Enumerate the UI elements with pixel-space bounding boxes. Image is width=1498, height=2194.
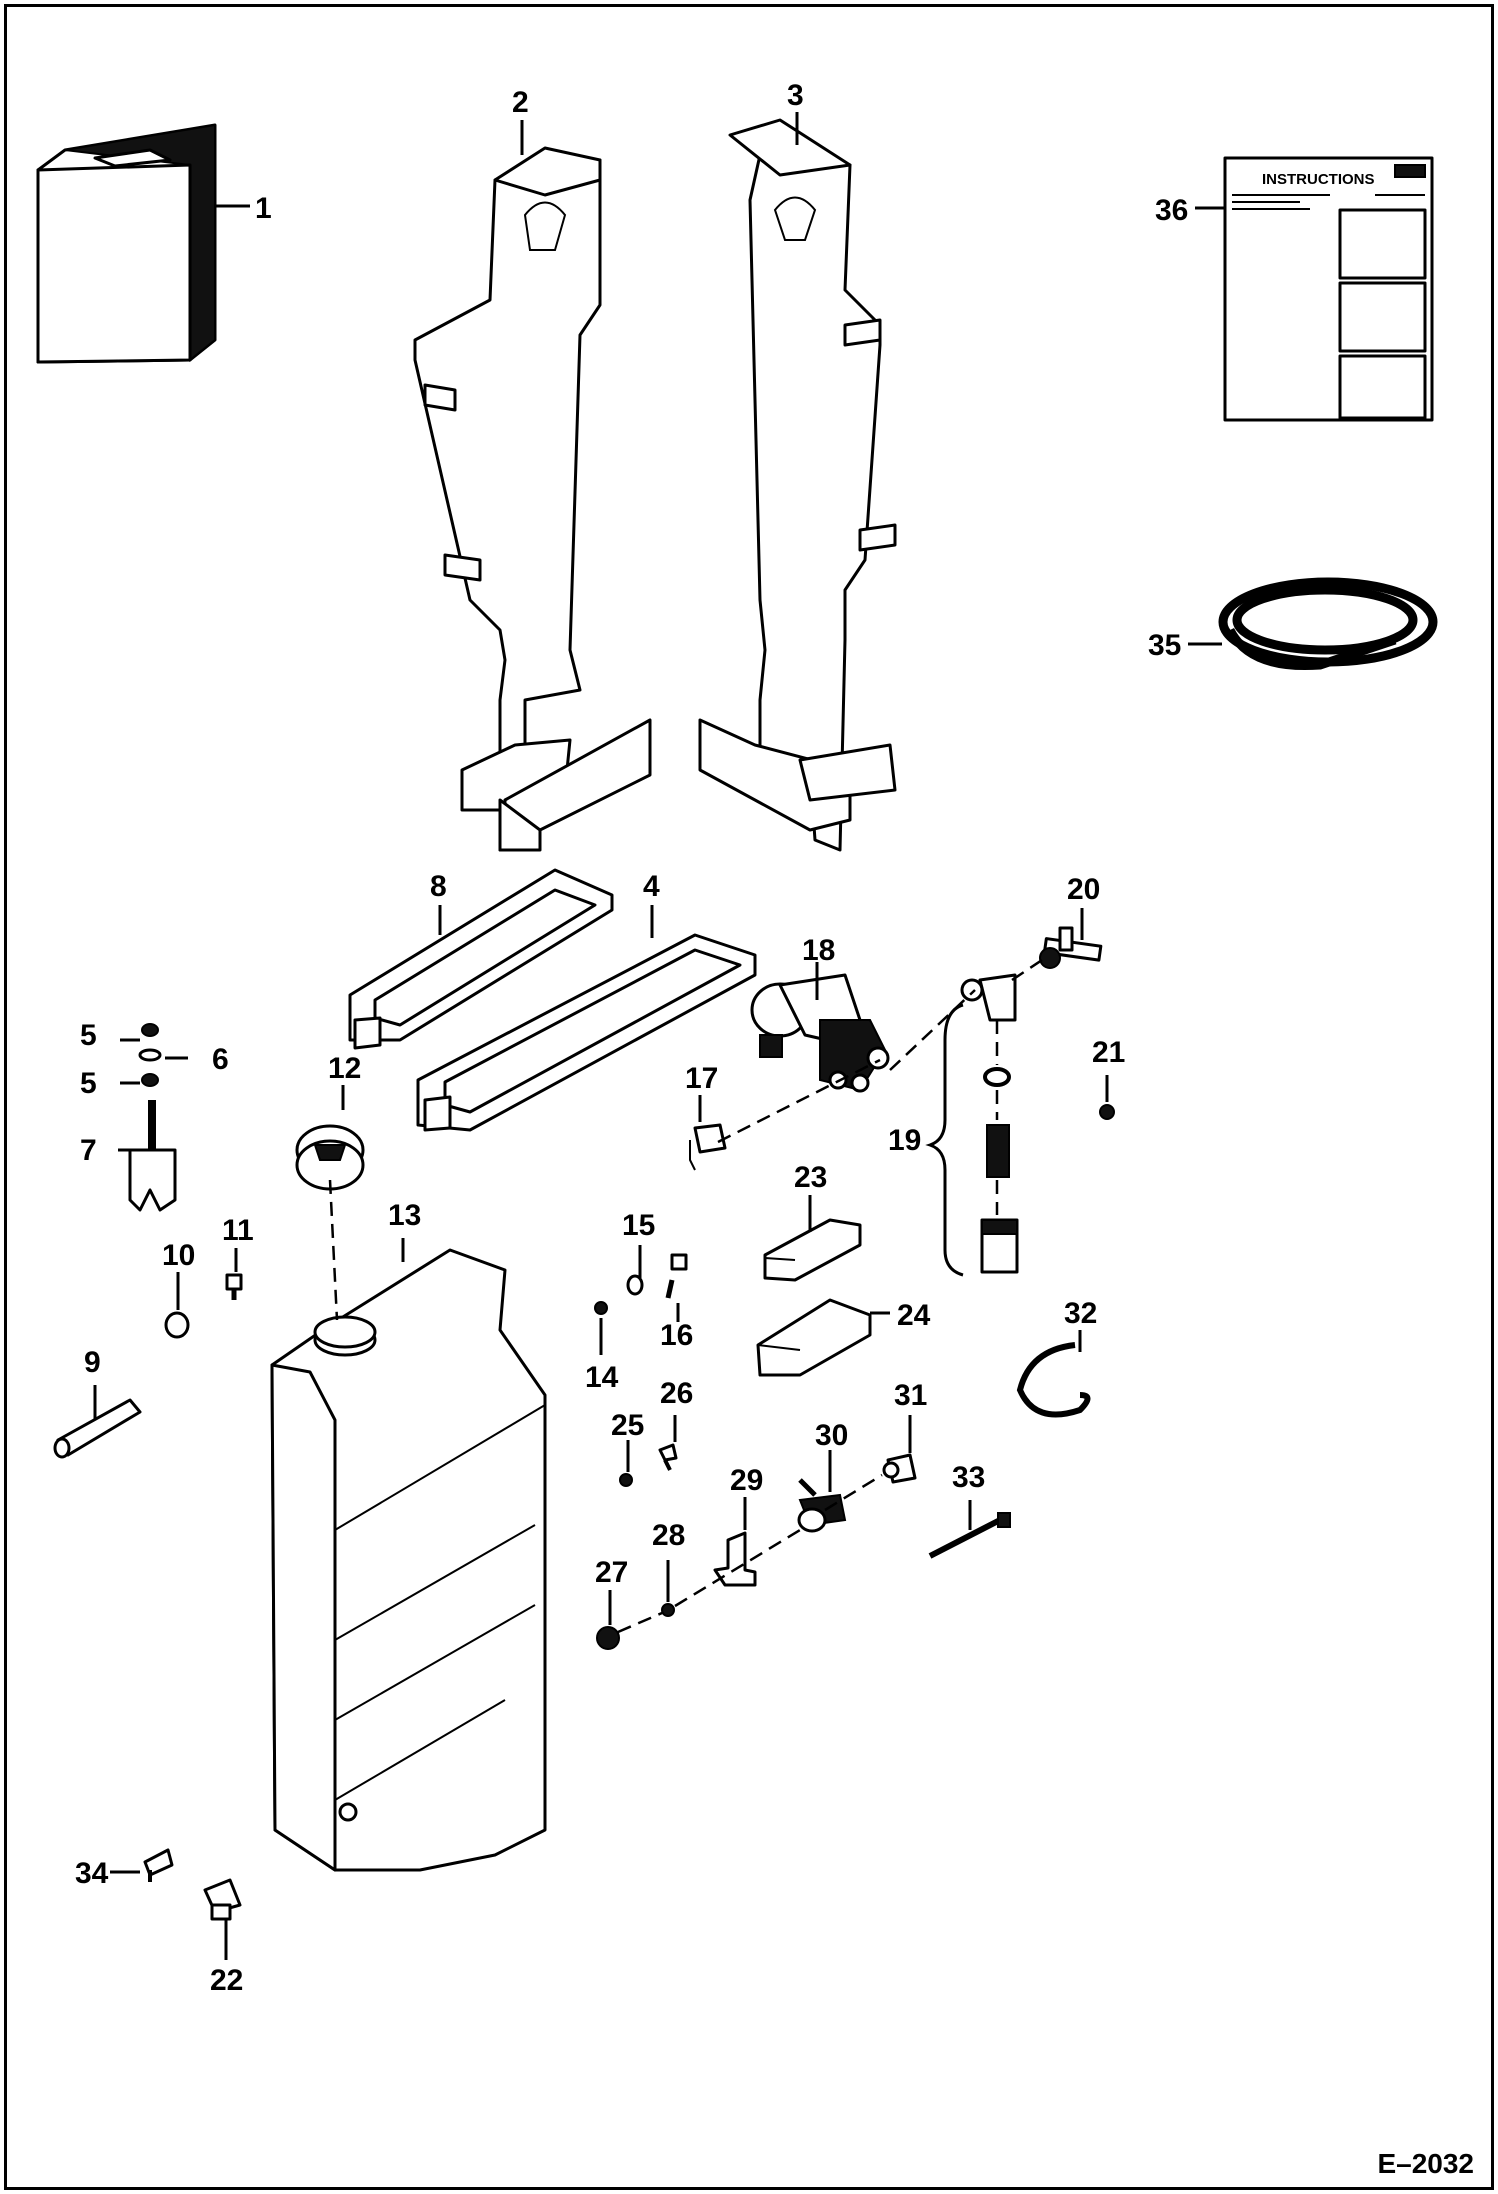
callout-24: 24 [897,1299,931,1332]
callout-27: 27 [595,1556,628,1589]
callout-7: 7 [80,1134,97,1167]
part-13-tank [270,1248,547,1872]
part-27-nut [596,1626,620,1650]
part-2-left-upright [413,146,652,852]
part-22-plug [203,1878,242,1921]
part-18-pump [750,973,890,1093]
callout-34: 34 [75,1857,109,1890]
diagram-frame [4,4,1494,2190]
callout-9: 9 [84,1346,101,1379]
callout-4: 4 [643,870,660,903]
callout-20: 20 [1067,873,1100,906]
part-1-box [36,123,217,364]
part-28-bolt [661,1603,675,1617]
part-8-tray [348,868,614,1050]
callout-22: 22 [210,1964,243,1997]
callout-35: 35 [1148,629,1181,662]
callout-28: 28 [652,1519,685,1552]
part-5-nut-lower [141,1073,159,1087]
part-32-hose-small [1016,1342,1091,1418]
part-4-tray [416,933,757,1132]
callout-5-upper: 5 [80,1019,97,1052]
part-3-right-upright [698,118,897,852]
part-26-screw [658,1443,678,1471]
part-6-washer [138,1048,162,1062]
part-23-block [763,1218,862,1282]
figure-id: E–2032 [1377,2148,1474,2179]
part-12-cap [295,1124,365,1191]
part-15-washer [626,1274,644,1296]
part-21-plug [1099,1104,1115,1120]
callout-31: 31 [894,1379,927,1412]
callout-21: 21 [1092,1036,1125,1069]
instruction-sheet-heading: INSTRUCTIONS [1262,171,1375,188]
callout-29: 29 [730,1464,763,1497]
callout-26: 26 [660,1377,693,1410]
callout-17: 17 [685,1062,718,1095]
callout-1: 1 [255,192,272,225]
callout-11: 11 [222,1214,254,1247]
part-30-valve [797,1478,847,1533]
callout-25: 25 [611,1409,644,1442]
part-7-bracket [128,1100,177,1212]
callout-16: 16 [660,1319,693,1352]
part-34-fitting [143,1848,174,1882]
part-17-elbow [689,1123,727,1171]
part-19-brace [925,1003,964,1277]
callout-15: 15 [622,1209,655,1242]
part-36-instruction-sheet: INSTRUCTIONS [1223,156,1434,422]
part-25-screw [619,1473,633,1487]
part-5-nut-upper [141,1023,159,1037]
callout-6: 6 [212,1043,229,1076]
part-11-bolt [225,1273,243,1300]
callout-3: 3 [787,79,804,112]
callout-30: 30 [815,1419,848,1452]
callout-19: 19 [888,1124,921,1157]
part-33-bolt [928,1512,1011,1559]
callout-18: 18 [802,934,835,967]
assembly-lines [328,958,1043,1634]
part-19-filter-assembly [960,973,1019,1274]
callout-36: 36 [1155,194,1188,227]
part-24-block [756,1298,872,1377]
callout-labels: 1 2 3 4 5 5 6 7 8 9 10 11 12 13 14 15 16… [75,79,1188,1997]
part-14-nut [594,1301,608,1315]
callout-5-lower: 5 [80,1067,97,1100]
part-29-bracket [713,1531,757,1587]
callout-10: 10 [162,1239,195,1272]
callout-33: 33 [952,1461,985,1494]
part-31-fitting [882,1453,917,1484]
callout-32: 32 [1064,1297,1097,1330]
callout-23: 23 [794,1161,827,1194]
part-20-fitting [1039,926,1103,969]
callout-12: 12 [328,1052,361,1085]
part-9-tube [53,1398,142,1459]
callout-13: 13 [388,1199,421,1232]
part-35-hose [1218,577,1438,671]
part-16-bolt [665,1253,688,1299]
callout-2: 2 [512,86,529,119]
callout-8: 8 [430,870,447,903]
leader-lines [93,112,1225,1960]
callout-14: 14 [585,1361,619,1394]
part-10-washer [164,1311,190,1339]
